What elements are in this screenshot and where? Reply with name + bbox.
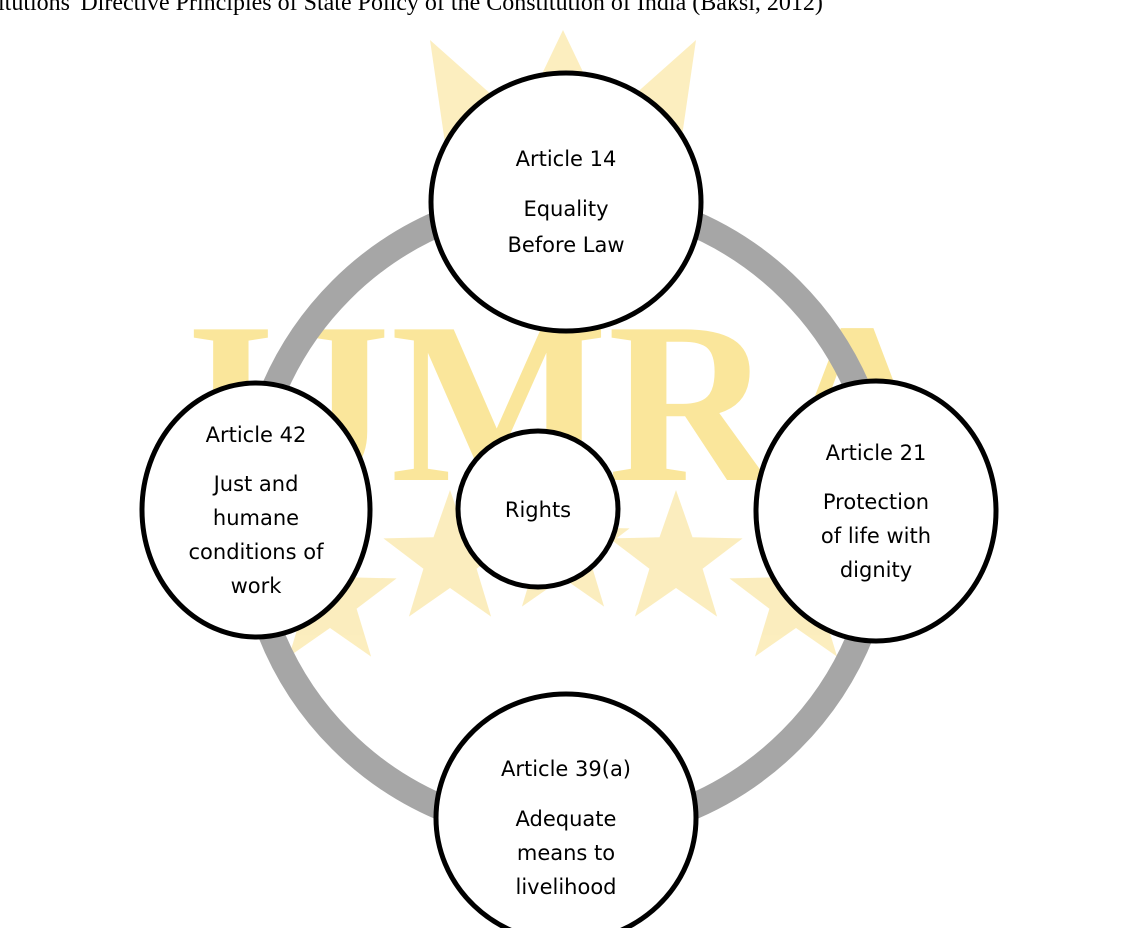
figure-caption: stitutions' Directive Principles of Stat… bbox=[0, 0, 823, 16]
node-article-21-title: Article 21 bbox=[826, 441, 927, 465]
node-article-42-line-1: Just and bbox=[212, 472, 299, 496]
node-article-42-shape bbox=[139, 380, 373, 640]
node-article-21-line-3: dignity bbox=[840, 558, 912, 582]
node-article-42: Article 42 Just and humane conditions of… bbox=[139, 380, 373, 640]
node-article-42-line-3: conditions of bbox=[189, 540, 325, 564]
node-article-21-line-2: of life with bbox=[821, 524, 931, 548]
node-article-14: Article 14 Equality Before Law bbox=[428, 70, 704, 334]
node-article-21-shape bbox=[753, 378, 999, 644]
node-article-21-line-1: Protection bbox=[823, 490, 929, 514]
center-node-shape bbox=[455, 428, 621, 590]
node-article-39a: Article 39(a) Adequate means to liveliho… bbox=[433, 691, 699, 928]
node-article-42-title: Article 42 bbox=[206, 423, 307, 447]
node-article-14-line-2: Before Law bbox=[507, 233, 624, 257]
node-article-39a-line-3: livelihood bbox=[515, 875, 616, 899]
node-article-42-line-2: humane bbox=[213, 506, 299, 530]
center-node-label: Rights bbox=[505, 498, 571, 522]
node-article-39a-title: Article 39(a) bbox=[501, 757, 631, 781]
watermark-star bbox=[383, 490, 517, 617]
node-article-39a-line-2: means to bbox=[517, 841, 615, 865]
node-article-21: Article 21 Protection of life with digni… bbox=[753, 378, 999, 644]
node-article-14-shape bbox=[428, 70, 704, 334]
node-article-39a-shape bbox=[433, 691, 699, 928]
node-article-14-title: Article 14 bbox=[516, 147, 617, 171]
node-article-39a-line-1: Adequate bbox=[516, 807, 617, 831]
center-node: Rights bbox=[455, 428, 621, 590]
watermark-star bbox=[609, 490, 743, 617]
node-article-42-line-4: work bbox=[231, 574, 283, 598]
node-article-14-line-1: Equality bbox=[523, 197, 608, 221]
